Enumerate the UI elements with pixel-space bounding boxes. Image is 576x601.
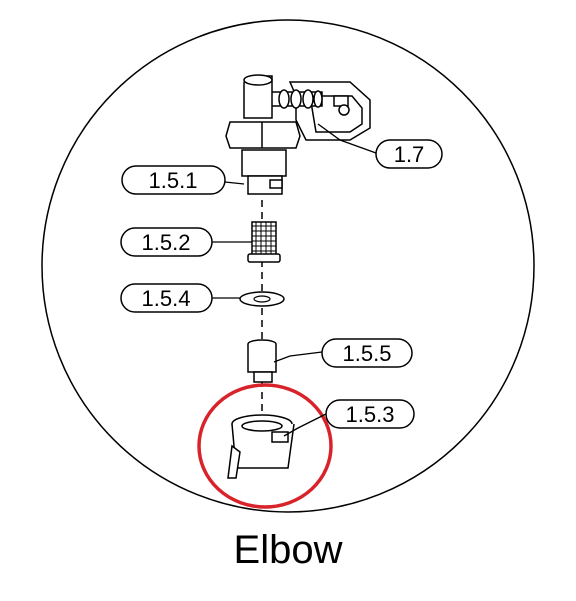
- callout-label: 1.7: [394, 142, 425, 167]
- washer-part: [239, 291, 285, 307]
- callout-label: 1.5.3: [346, 402, 395, 427]
- callout-label: 1.5.4: [142, 286, 191, 311]
- callout-label: 1.5.5: [343, 341, 392, 366]
- diagram-caption: Elbow: [233, 528, 343, 572]
- callout-1-5-3: 1.5.3: [325, 399, 415, 429]
- highlight-circle: [197, 383, 333, 509]
- callout-1-7: 1.7: [375, 139, 443, 169]
- callout-label: 1.5.1: [149, 168, 198, 193]
- callout-1-5-1: 1.5.1: [121, 165, 226, 195]
- leader-lines: [212, 123, 377, 437]
- cap-part: [227, 414, 295, 479]
- callout-1-5-5: 1.5.5: [321, 338, 413, 368]
- callout-label: 1.5.2: [142, 230, 191, 255]
- nozzle-insert-part: [247, 339, 277, 383]
- elbow-body-part: [225, 74, 371, 195]
- callout-1-5-2: 1.5.2: [120, 227, 213, 257]
- detail-view-circle: [41, 19, 535, 513]
- mesh-filter-part: [247, 221, 281, 263]
- callout-1-5-4: 1.5.4: [120, 283, 213, 313]
